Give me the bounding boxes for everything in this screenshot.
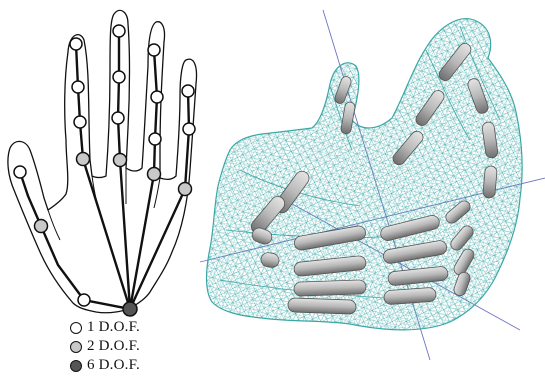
joint-2dof <box>179 183 192 196</box>
joint-1dof <box>14 166 26 178</box>
bone <box>483 166 498 199</box>
joint-1dof <box>113 71 125 83</box>
joint-2dof <box>148 168 161 181</box>
legend-item-6dof: 6 D.O.F. <box>70 358 190 377</box>
joint-1dof <box>151 91 163 103</box>
dark-circle-icon <box>70 360 82 372</box>
joint-1dof <box>149 133 161 145</box>
white-circle-icon <box>70 322 82 334</box>
legend-item-2dof: 2 D.O.F. <box>70 339 190 358</box>
legend-label: 6 D.O.F. <box>87 357 140 374</box>
joint-2dof <box>114 154 127 167</box>
legend-item-1dof: 1 D.O.F. <box>70 320 190 339</box>
joint-1dof <box>74 116 86 128</box>
joint-1dof <box>70 38 82 50</box>
bone <box>294 280 366 297</box>
joint-1dof <box>182 85 194 97</box>
hand-skeleton-diagram <box>8 10 197 316</box>
gray-circle-icon <box>70 341 82 353</box>
joint-1dof <box>112 112 124 124</box>
joint-1dof <box>113 25 125 37</box>
joint-1dof <box>183 123 195 135</box>
mesh-hand-render <box>200 10 545 360</box>
hand-outline <box>8 10 197 312</box>
joint-1dof <box>72 81 84 93</box>
dof-legend: 1 D.O.F. 2 D.O.F. 6 D.O.F. <box>70 320 190 377</box>
joint-2dof <box>77 153 90 166</box>
joint-2dof <box>35 220 48 233</box>
joint-1dof <box>78 294 90 306</box>
joint-1dof <box>148 44 160 56</box>
legend-label: 1 D.O.F. <box>87 319 140 336</box>
joint-6dof-wrist <box>123 302 137 316</box>
bone <box>288 298 356 314</box>
legend-label: 2 D.O.F. <box>87 338 140 355</box>
